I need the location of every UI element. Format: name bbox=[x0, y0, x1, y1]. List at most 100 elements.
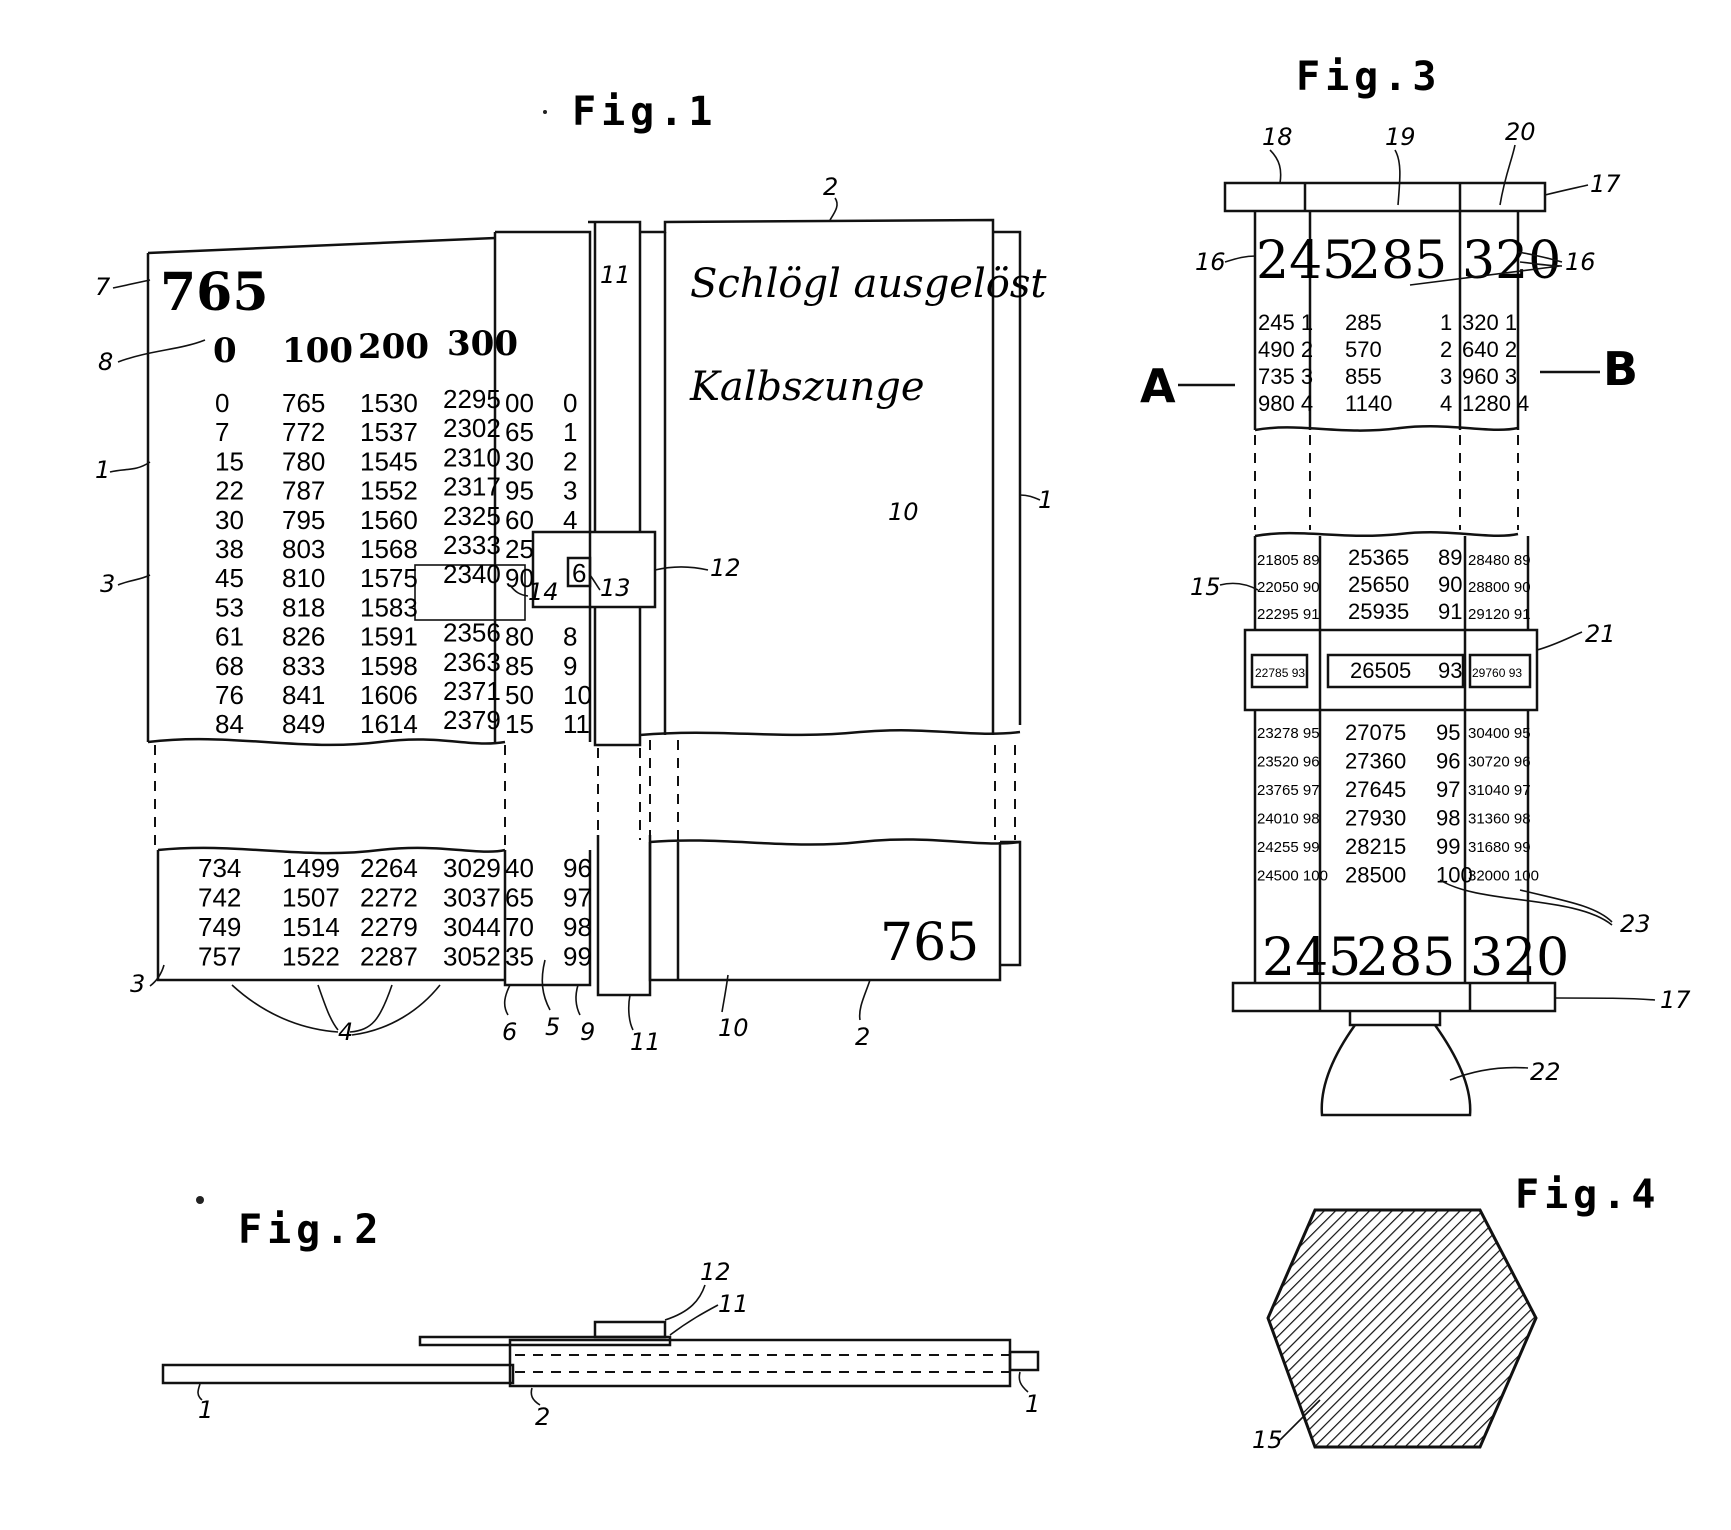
left-face-value: 23278 95 bbox=[1257, 725, 1320, 742]
fig3-leader-18 bbox=[1269, 149, 1282, 184]
table-cell: 2287 bbox=[360, 942, 418, 972]
table-cell: 2295 bbox=[443, 384, 501, 414]
table-cell: 7 bbox=[215, 417, 229, 447]
table-cell: 76 bbox=[215, 680, 244, 710]
fig3-ref-19: 19 bbox=[1385, 123, 1416, 151]
mid-face-index: 1 bbox=[1440, 310, 1452, 335]
card-1-tear-top bbox=[147, 737, 506, 747]
mid-face-value: 27075 bbox=[1345, 720, 1406, 745]
table-cell: 2279 bbox=[360, 912, 418, 942]
fig2-leader-1-left bbox=[197, 1383, 203, 1401]
fig2-ref-12: 12 bbox=[700, 1258, 731, 1286]
table-cell: 826 bbox=[282, 622, 325, 652]
marker-14-box bbox=[414, 564, 526, 621]
leader-9 bbox=[575, 984, 581, 1016]
fig3-leader-22 bbox=[1449, 1066, 1529, 1081]
slider-mid-index: 93 bbox=[1438, 658, 1462, 683]
bottom-cap-17 bbox=[1231, 981, 1557, 1013]
table-cell: 2333 bbox=[443, 530, 501, 560]
table-cell: 3 bbox=[563, 476, 577, 506]
slider-11-bottom bbox=[596, 835, 652, 997]
figure-1: Fig.1 6 bbox=[95, 89, 1053, 1056]
table-cell: 00 bbox=[505, 388, 534, 418]
ref-10-bottom: 10 bbox=[718, 1014, 749, 1042]
fig3-leader-16-right bbox=[1409, 251, 1563, 286]
table-cell: 1499 bbox=[282, 853, 340, 883]
table-cell: 45 bbox=[215, 563, 244, 593]
right-face-value: 31360 98 bbox=[1468, 811, 1531, 828]
ref-11-top: 11 bbox=[600, 261, 631, 289]
mid-face-value: 27645 bbox=[1345, 777, 1406, 802]
fig2-leader-12 bbox=[664, 1284, 706, 1321]
ref-7: 7 bbox=[95, 273, 111, 301]
head-right: 320 bbox=[1462, 231, 1561, 291]
table-cell: 2317 bbox=[443, 472, 501, 502]
table-cell: 1583 bbox=[360, 592, 418, 622]
fig3-leader-17-bottom bbox=[1554, 997, 1656, 1001]
table-cell: 810 bbox=[282, 563, 325, 593]
card-2-tear-bottom bbox=[649, 838, 1021, 846]
table-cell: 1522 bbox=[282, 942, 340, 972]
table-cell: 60 bbox=[505, 505, 534, 535]
mid-face-index: 98 bbox=[1436, 806, 1460, 831]
leader-10-bottom bbox=[721, 974, 729, 1013]
table-cell: 96 bbox=[563, 853, 592, 883]
fig3-leader-19 bbox=[1394, 149, 1401, 206]
left-face-value: 245 1 bbox=[1258, 310, 1313, 335]
mid-face-index: 97 bbox=[1436, 777, 1460, 802]
card-number-top: 765 bbox=[160, 262, 269, 323]
fig2-sleeve-2 bbox=[508, 1338, 1012, 1388]
table-cell: 841 bbox=[282, 680, 325, 710]
leader-3-bottom bbox=[149, 964, 165, 987]
table-cell: 742 bbox=[198, 883, 241, 913]
table-cell: 2302 bbox=[443, 413, 501, 443]
ref-1-left: 1 bbox=[95, 456, 110, 484]
card-1-top bbox=[147, 236, 496, 255]
header-0: 0 bbox=[213, 331, 237, 371]
table-cell: 53 bbox=[215, 592, 244, 622]
ref-1-right: 1 bbox=[1038, 486, 1053, 514]
leader-1-left bbox=[109, 461, 151, 473]
table-cell: 749 bbox=[198, 912, 241, 942]
table-cell: 2 bbox=[563, 446, 577, 476]
table-cell: 3044 bbox=[443, 912, 501, 942]
table-cell: 3037 bbox=[443, 883, 501, 913]
table-cell: 1 bbox=[563, 417, 577, 447]
table-cell: 1614 bbox=[360, 709, 418, 739]
fig2-slider-11 bbox=[418, 1335, 672, 1347]
card-2-outline-top bbox=[640, 218, 995, 735]
fig2-leader-1-right bbox=[1018, 1371, 1029, 1393]
ref-3-bottom: 3 bbox=[130, 970, 145, 998]
table-cell: 40 bbox=[505, 853, 534, 883]
hexagonal-prism-section-15 bbox=[1266, 1208, 1538, 1449]
right-face-value: 320 1 bbox=[1462, 310, 1517, 335]
left-face-value: 23520 96 bbox=[1257, 754, 1320, 771]
fig4-ref-15: 15 bbox=[1252, 1426, 1283, 1454]
slider-right-value: 29760 93 bbox=[1472, 666, 1522, 680]
fig2-sheet-1 bbox=[161, 1363, 515, 1385]
table-cell: 1598 bbox=[360, 651, 418, 681]
table-cell: 9 bbox=[563, 651, 577, 681]
table-cell: 38 bbox=[215, 534, 244, 564]
card-2-bottom bbox=[648, 842, 1002, 982]
fig2-ref-11: 11 bbox=[718, 1290, 749, 1318]
table-cell: 85 bbox=[505, 651, 534, 681]
table-cell: 1575 bbox=[360, 563, 418, 593]
table-cell: 80 bbox=[505, 622, 534, 652]
table-cell: 803 bbox=[282, 534, 325, 564]
fig3-ref-20: 20 bbox=[1505, 118, 1536, 146]
ref-6: 6 bbox=[502, 1018, 517, 1046]
left-face-value: 735 3 bbox=[1258, 364, 1313, 389]
table-cell: 849 bbox=[282, 709, 325, 739]
table-cell: 1530 bbox=[360, 388, 418, 418]
right-face-value: 32000 100 bbox=[1468, 868, 1539, 885]
fig3-ref-22: 22 bbox=[1530, 1058, 1561, 1086]
ref-12: 12 bbox=[710, 554, 741, 582]
slider-window-left bbox=[1250, 653, 1309, 689]
table-cell: 2371 bbox=[443, 676, 501, 706]
ref-8: 8 bbox=[98, 348, 113, 376]
fig3-leader-21 bbox=[1536, 631, 1583, 651]
table-cell: 0 bbox=[215, 388, 229, 418]
ref-2-bottom: 2 bbox=[855, 1023, 870, 1051]
